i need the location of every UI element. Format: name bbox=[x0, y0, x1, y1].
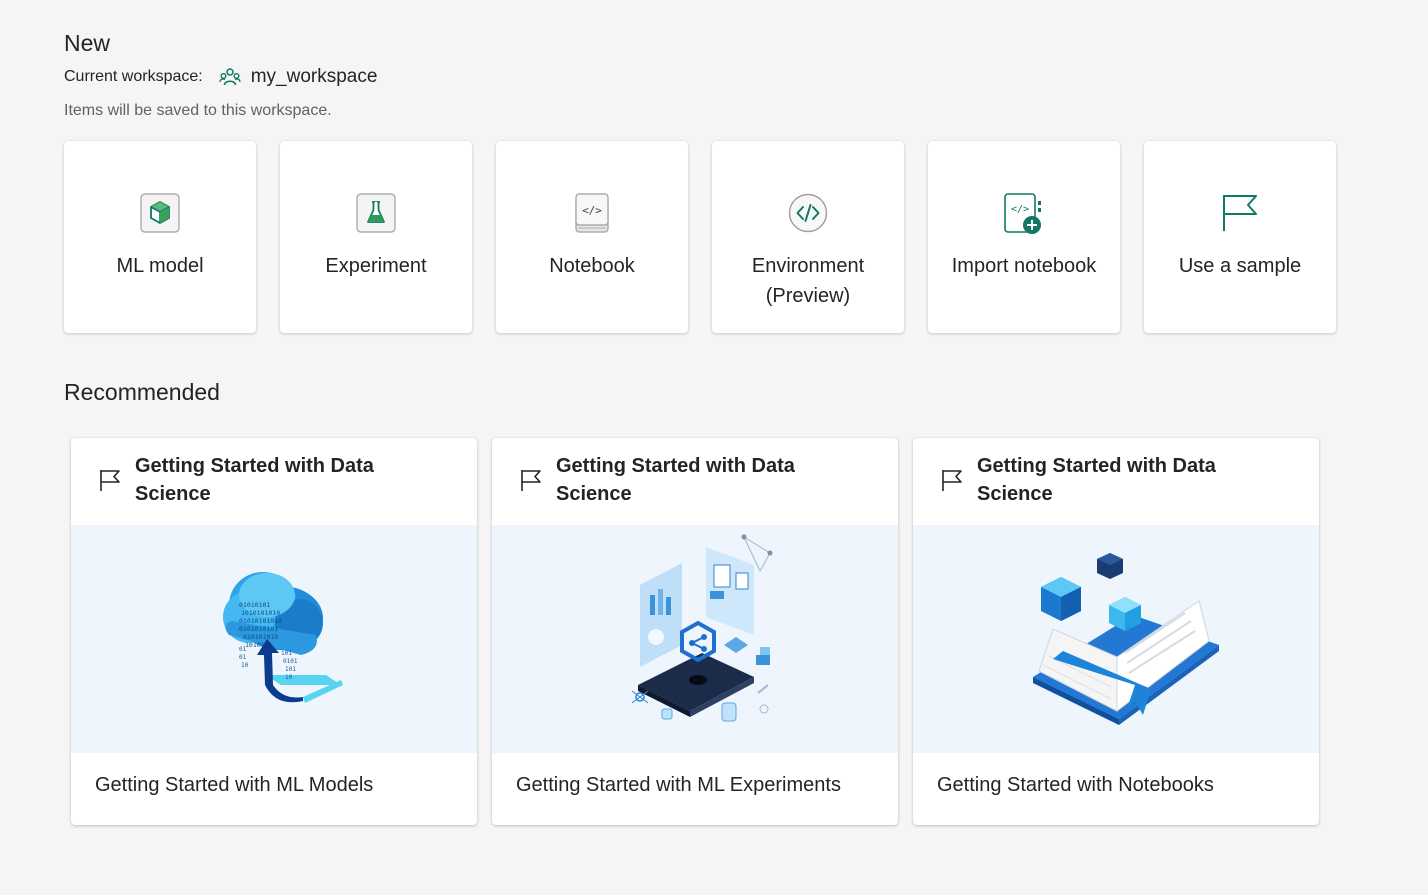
notebook-icon: </> bbox=[572, 193, 612, 233]
svg-text:1010101010: 1010101010 bbox=[241, 609, 280, 617]
svg-text:0101: 0101 bbox=[283, 658, 298, 665]
svg-text:</>: </> bbox=[582, 204, 602, 217]
recommended-card-ml-models[interactable]: Getting Started with Data Science 010101… bbox=[71, 438, 477, 825]
tile-experiment[interactable]: Experiment bbox=[280, 141, 472, 333]
svg-text:</>: </> bbox=[1011, 204, 1029, 215]
card-header: Getting Started with Data Science bbox=[71, 438, 477, 525]
ml-model-icon bbox=[140, 193, 180, 233]
svg-text:10: 10 bbox=[285, 674, 293, 681]
svg-text:1010101: 1010101 bbox=[245, 641, 272, 649]
tile-label: Environment (Preview) bbox=[751, 255, 865, 307]
svg-text:01: 01 bbox=[239, 654, 247, 661]
page-title: New bbox=[64, 30, 111, 56]
recommended-heading: Recommended bbox=[64, 379, 220, 405]
tile-environment[interactable]: Environment (Preview) bbox=[712, 141, 904, 333]
svg-text:10: 10 bbox=[241, 662, 249, 669]
workspace-name[interactable]: my_workspace bbox=[250, 66, 378, 87]
flag-icon bbox=[98, 468, 122, 492]
tile-label: ML model bbox=[116, 255, 204, 277]
recommended-cards: Getting Started with Data Science 010101… bbox=[71, 438, 1319, 825]
card-title: Getting Started with Data Science bbox=[135, 455, 374, 505]
tile-label: Experiment bbox=[325, 255, 427, 277]
save-hint: Items will be saved to this workspace. bbox=[64, 102, 332, 119]
flag-icon bbox=[1220, 193, 1260, 233]
svg-text:01010101010: 01010101010 bbox=[239, 617, 282, 625]
card-header: Getting Started with Data Science bbox=[913, 438, 1319, 525]
card-footer-title: Getting Started with ML Experiments bbox=[516, 774, 841, 796]
notebook-book-illustration bbox=[913, 525, 1319, 753]
experiments-illustration bbox=[492, 525, 898, 753]
environment-icon bbox=[788, 193, 828, 233]
card-footer-title: Getting Started with ML Models bbox=[95, 774, 374, 796]
svg-text:01010101: 01010101 bbox=[239, 601, 270, 609]
tile-label: Import notebook bbox=[951, 255, 1097, 277]
tile-notebook[interactable]: </> Notebook bbox=[496, 141, 688, 333]
recommended-card-notebooks[interactable]: Getting Started with Data Science bbox=[913, 438, 1319, 825]
workspace-row: Current workspace: my_workspace bbox=[64, 64, 377, 90]
card-header: Getting Started with Data Science bbox=[492, 438, 898, 525]
tile-label: Use a sample bbox=[1178, 255, 1302, 277]
workspace-label: Current workspace: bbox=[64, 68, 203, 85]
card-title: Getting Started with Data Science bbox=[977, 455, 1216, 505]
workspace-people-icon bbox=[219, 66, 241, 88]
recommended-card-ml-experiments[interactable]: Getting Started with Data Science bbox=[492, 438, 898, 825]
svg-text:0101010101: 0101010101 bbox=[239, 625, 278, 633]
card-footer-title: Getting Started with Notebooks bbox=[937, 774, 1214, 796]
flag-icon bbox=[940, 468, 964, 492]
svg-text:01: 01 bbox=[239, 646, 247, 653]
tile-ml-model[interactable]: ML model bbox=[64, 141, 256, 333]
cloud-upload-illustration: 01010101 1010101010 01010101010 01010101… bbox=[71, 525, 477, 753]
tile-import-notebook[interactable]: </> Import notebook bbox=[928, 141, 1120, 333]
experiment-icon bbox=[356, 193, 396, 233]
tile-label: Notebook bbox=[549, 255, 635, 277]
svg-text:101: 101 bbox=[285, 666, 296, 673]
import-notebook-icon: </> bbox=[1004, 193, 1044, 234]
flag-icon bbox=[519, 468, 543, 492]
new-item-tiles: ML model Experiment </> bbox=[64, 141, 1336, 333]
svg-text:010101010: 010101010 bbox=[243, 633, 278, 641]
tile-use-a-sample[interactable]: Use a sample bbox=[1144, 141, 1336, 333]
svg-text:101: 101 bbox=[281, 650, 292, 657]
card-title: Getting Started with Data Science bbox=[556, 455, 795, 505]
